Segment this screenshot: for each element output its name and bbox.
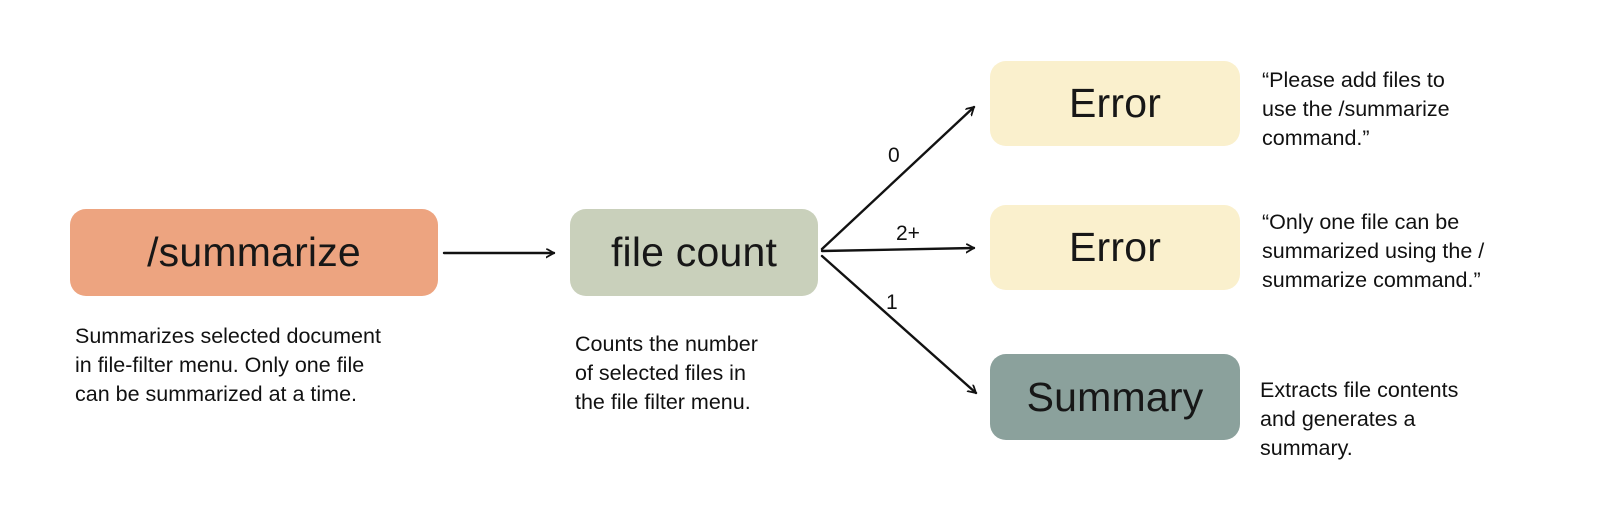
caption-error-no-files: “Please add files to use the /summarize …	[1262, 68, 1450, 150]
node-summary: Summary	[990, 354, 1240, 440]
node-summary-label: Summary	[1026, 373, 1204, 420]
arrow-filecount-to-error-2plus	[820, 248, 976, 251]
node-file-count-label: file count	[610, 229, 778, 275]
caption-error-multiple-files: “Only one file can be summarized using t…	[1262, 210, 1485, 292]
edge-label-zero: 0	[888, 144, 900, 167]
arrow-filecount-to-summary	[820, 254, 978, 395]
caption-summarize: Summarizes selected document in file-fil…	[75, 324, 381, 406]
edge-label-two-plus: 2+	[896, 222, 920, 245]
node-error-multiple-files-label: Error	[1068, 224, 1162, 270]
node-summarize-label: /summarize	[147, 229, 361, 275]
node-error-no-files: Error	[990, 61, 1240, 146]
edge-label-one: 1	[886, 291, 898, 314]
node-file-count: file count	[570, 209, 818, 296]
node-summarize: /summarize	[70, 209, 438, 296]
node-error-multiple-files: Error	[990, 205, 1240, 290]
caption-file-count: Counts the number of selected files in t…	[575, 332, 758, 414]
node-error-no-files-label: Error	[1068, 80, 1162, 126]
caption-summary: Extracts file contents and generates a s…	[1260, 378, 1459, 460]
